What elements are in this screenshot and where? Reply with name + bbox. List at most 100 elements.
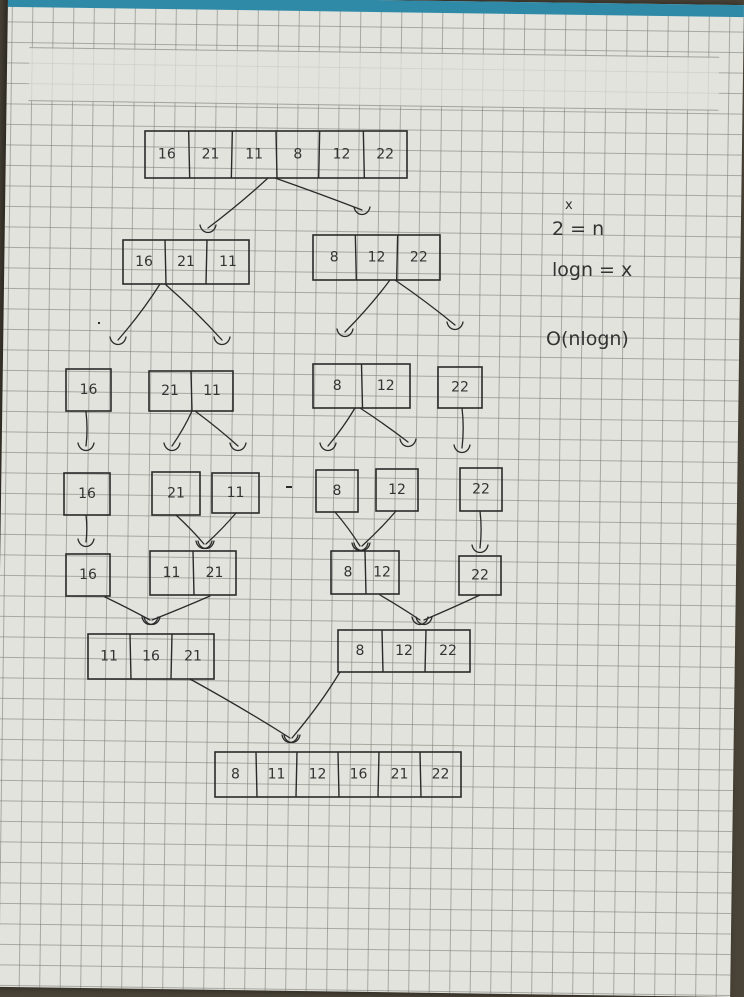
array-outline (437, 366, 483, 409)
array-cell-value: 21 (177, 254, 195, 270)
array-cell-value: 11 (227, 485, 245, 501)
array-cell-value: 22 (451, 380, 469, 396)
note-equation-2: logn = x (552, 259, 632, 281)
arrow-line (461, 407, 464, 449)
array-outline (122, 239, 250, 285)
array-cell-value: 16 (80, 382, 98, 398)
array-single-16: 16 (63, 472, 111, 516)
array-outline (458, 555, 502, 596)
cell-divider (129, 633, 132, 680)
array-cell-value: 8 (231, 767, 240, 783)
cell-divider (205, 239, 208, 285)
array-merged-22: 22 (458, 555, 502, 596)
array-outline (459, 467, 503, 512)
array-cell-value: 22 (471, 568, 489, 584)
array-cell-value: 16 (350, 767, 368, 783)
arrow-head (213, 336, 231, 346)
array-single-12: 12 (375, 468, 419, 512)
cell-divider (424, 629, 427, 673)
array-cell-value: 22 (410, 250, 428, 266)
arrow-head (283, 734, 301, 744)
cell-divider (187, 130, 191, 179)
arrow-head (163, 442, 181, 452)
array-split-22: 22 (437, 366, 483, 409)
array-cell-value: 12 (368, 250, 386, 266)
arrow-head (415, 616, 433, 626)
arrow-head (471, 544, 489, 554)
array-cell-value: 12 (333, 147, 351, 163)
cell-divider (377, 751, 380, 798)
array-cell-value: 11 (100, 649, 118, 665)
cell-divider (381, 629, 384, 673)
array-merged-11-21: 11 21 (149, 550, 237, 596)
arrow-line (85, 514, 88, 543)
arrow-head (453, 444, 471, 454)
array-cell-value: 16 (78, 486, 96, 502)
arrow-line (194, 410, 239, 447)
arrow-head (143, 616, 161, 626)
cell-divider (190, 370, 193, 412)
array-outline (375, 468, 419, 512)
arrow-head (353, 206, 371, 216)
array-cell-value: 8 (293, 147, 302, 163)
array-cell-value: 12 (309, 767, 327, 783)
array-single-8: 8 (315, 469, 359, 513)
arrow-line (361, 510, 397, 547)
cell-divider (255, 751, 258, 798)
arrow-line (379, 594, 421, 621)
arrow-head (336, 328, 354, 338)
arrow-line (104, 596, 151, 621)
arrow-head (197, 540, 215, 550)
arrow-head (446, 321, 464, 331)
array-cell-value: 12 (373, 565, 391, 581)
arrow-line (175, 514, 205, 545)
array-cell-value: 11 (163, 565, 181, 581)
array-cell-value: 21 (161, 383, 179, 399)
cell-divider (192, 550, 195, 596)
array-cell-value: 22 (432, 767, 450, 783)
arrow-line (151, 595, 211, 621)
cell-divider (360, 363, 364, 409)
arrow-line (205, 512, 237, 545)
cell-divider (164, 239, 167, 285)
cell-divider (354, 234, 358, 281)
arrow-head (229, 442, 247, 452)
arrow-head (77, 442, 95, 452)
array-cell-value: 11 (203, 383, 221, 399)
array-cell-value: 21 (202, 147, 220, 163)
array-cell-value: 8 (330, 250, 339, 266)
array-cell-value: 8 (333, 483, 342, 499)
arrow-head (77, 538, 95, 548)
array-cell-value: 12 (388, 482, 406, 498)
array-cell-value: 11 (245, 147, 263, 163)
array-cell-value: 12 (395, 643, 413, 659)
array-outline (315, 469, 359, 513)
arrow-line (117, 283, 161, 341)
array-outline (65, 553, 111, 597)
arrow-line (189, 678, 291, 739)
arrow-line (344, 279, 391, 333)
arrow-line (423, 594, 481, 621)
arrow-line (479, 510, 482, 549)
cell-divider (295, 751, 298, 798)
array-cell-value: 8 (344, 565, 353, 581)
array-cell-value: 8 (333, 378, 342, 394)
note-complexity: O(nlogn) (546, 328, 629, 350)
array-split-21-11: 21 11 (148, 370, 234, 412)
arrows-layer (77, 177, 489, 744)
array-single-22: 22 (459, 467, 503, 512)
array-split-16: 16 (65, 368, 112, 412)
array-cell-value: 22 (439, 643, 457, 659)
array-cell-value: 22 (472, 482, 490, 498)
cell-divider (419, 751, 422, 798)
array-outline (211, 472, 260, 514)
array-cell-value: 21 (206, 565, 224, 581)
arrow-line (207, 177, 269, 229)
array-cell-value: 22 (376, 147, 394, 163)
array-merged-8-12: 8 12 (330, 550, 400, 595)
